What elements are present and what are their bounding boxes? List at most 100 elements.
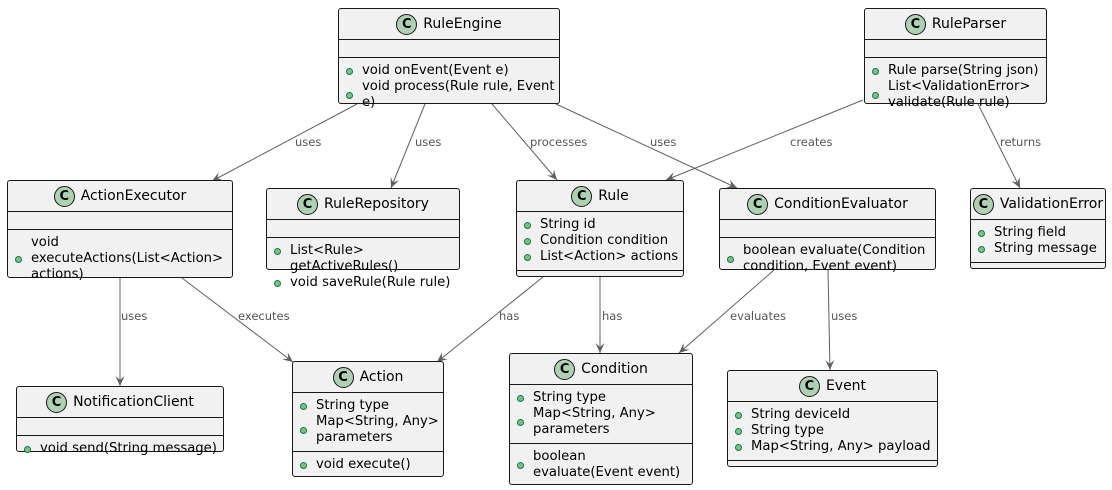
relation-label-parser-rule: creates <box>790 135 833 149</box>
relation-line-evaluator-event <box>827 269 831 371</box>
public-field-icon <box>735 444 742 451</box>
method-item: boolean evaluate(Condition condition, Ev… <box>726 243 931 275</box>
class-icon: C <box>798 375 820 397</box>
class-rule-repository[interactable]: C RuleRepository List<Rule> getActiveRul… <box>266 188 460 290</box>
methods-section: boolean evaluate(Condition condition, Ev… <box>720 238 935 280</box>
method-item: void saveRule(Rule rule) <box>273 275 455 291</box>
relation-label-engine-executor: uses <box>295 135 322 149</box>
relation-line-engine-repository <box>390 103 426 189</box>
method-item: boolean evaluate(Event event) <box>516 449 688 481</box>
class-event[interactable]: C Event String deviceId String type Map<… <box>727 370 938 467</box>
public-method-icon <box>274 248 281 255</box>
fields-section <box>720 220 935 238</box>
field-item: String type <box>299 398 439 414</box>
method-item: Rule parse(String json) <box>871 63 1042 79</box>
class-rule-engine[interactable]: C RuleEngine void onEvent(Event e) void … <box>338 8 560 110</box>
class-icon: C <box>571 185 593 207</box>
public-method-icon <box>872 92 879 99</box>
class-name: ConditionEvaluator <box>774 196 908 212</box>
class-name: Rule <box>598 188 629 204</box>
methods-section <box>728 461 937 478</box>
relation-line-engine-evaluator <box>555 103 738 189</box>
class-icon: C <box>396 13 418 35</box>
class-condition[interactable]: C Condition String type Map<String, Any>… <box>509 353 693 485</box>
methods-section: Rule parse(String json) List<ValidationE… <box>865 58 1046 116</box>
class-action-executor[interactable]: C ActionExecutor void executeActions(Lis… <box>7 180 233 282</box>
methods-section: boolean evaluate(Event event) <box>510 444 692 486</box>
relation-label-rule-condition: has <box>602 309 623 323</box>
methods-section: List<Rule> getActiveRules() void saveRul… <box>267 238 459 296</box>
class-header: C RuleEngine <box>339 9 559 40</box>
public-method-icon <box>15 256 22 263</box>
relation-label-engine-evaluator: uses <box>650 135 677 149</box>
field-item: String deviceId <box>734 407 933 423</box>
arrow-head-icon <box>115 376 125 386</box>
public-method-icon <box>346 68 353 75</box>
arrow-head-icon <box>212 172 223 181</box>
relation-line-rule-action <box>436 276 544 363</box>
class-icon: C <box>46 391 68 413</box>
class-icon: C <box>297 193 319 215</box>
class-name: Event <box>825 378 867 394</box>
arrow-head-icon <box>679 343 690 353</box>
field-item: Map<String, Any> parameters <box>516 406 663 438</box>
class-name: RuleRepository <box>324 196 429 212</box>
public-method-icon <box>872 68 879 75</box>
relation-line-evaluator-condition <box>678 269 775 354</box>
public-field-icon <box>524 254 531 261</box>
class-icon: C <box>747 193 769 215</box>
public-field-icon <box>978 230 985 237</box>
arrow-head-icon <box>437 352 448 362</box>
field-item: String message <box>977 241 1101 257</box>
public-field-icon <box>735 428 742 435</box>
public-field-icon <box>300 427 307 434</box>
class-action[interactable]: C Action String type Map<String, Any> pa… <box>292 361 444 477</box>
field-item: String id <box>523 217 679 233</box>
methods-section: void send(String message) <box>17 436 223 462</box>
relation-label-evaluator-condition: evaluates <box>730 309 787 323</box>
class-name: NotificationClient <box>73 394 194 410</box>
class-header: C ValidationError <box>971 189 1105 220</box>
class-rule[interactable]: C Rule String id Condition condition Lis… <box>516 180 684 277</box>
arrow-head-icon <box>547 169 557 180</box>
method-item: void process(Rule rule, Event e) <box>345 79 555 111</box>
class-condition-evaluator[interactable]: C ConditionEvaluator boolean evaluate(Co… <box>719 188 936 274</box>
fields-section: String type Map<String, Any> parameters <box>510 385 692 444</box>
public-method-icon <box>300 462 307 469</box>
arrow-head-icon <box>282 352 293 362</box>
class-icon: C <box>53 185 75 207</box>
public-field-icon <box>300 403 307 410</box>
relation-label-engine-repository: uses <box>415 135 442 149</box>
fields-section: String field String message <box>971 220 1105 263</box>
relation-line-parser-rule <box>665 99 864 181</box>
class-notification-client[interactable]: C NotificationClient void send(String me… <box>16 386 224 456</box>
fields-section <box>267 220 459 238</box>
class-rule-parser[interactable]: C RuleParser Rule parse(String json) Lis… <box>864 8 1047 110</box>
class-header: C ConditionEvaluator <box>720 189 935 220</box>
fields-section <box>8 212 232 230</box>
public-method-icon <box>727 256 734 263</box>
class-name: ValidationError <box>999 196 1104 212</box>
methods-section <box>517 271 683 288</box>
method-item: void executeActions(List<Action> actions… <box>14 235 223 283</box>
public-method-icon <box>346 92 353 99</box>
methods-section: void onEvent(Event e) void process(Rule … <box>339 58 559 116</box>
relation-label-rule-action: has <box>499 309 520 323</box>
class-header: C Action <box>293 362 443 393</box>
arrow-head-icon <box>595 343 605 353</box>
method-item: void send(String message) <box>23 441 219 457</box>
class-header: C RuleParser <box>865 9 1046 40</box>
class-header: C Rule <box>517 181 683 212</box>
arrow-head-icon <box>726 179 737 188</box>
arrow-head-icon <box>825 359 835 370</box>
field-item: Condition condition <box>523 233 679 249</box>
methods-section: void execute() <box>293 452 443 478</box>
class-header: C RuleRepository <box>267 189 459 220</box>
public-method-icon <box>274 280 281 287</box>
method-item: void onEvent(Event e) <box>345 63 555 79</box>
relation-label-parser-validation: returns <box>1000 135 1042 149</box>
class-validation-error[interactable]: C ValidationError String field String me… <box>970 188 1106 269</box>
class-icon: C <box>972 193 994 215</box>
public-field-icon <box>524 222 531 229</box>
